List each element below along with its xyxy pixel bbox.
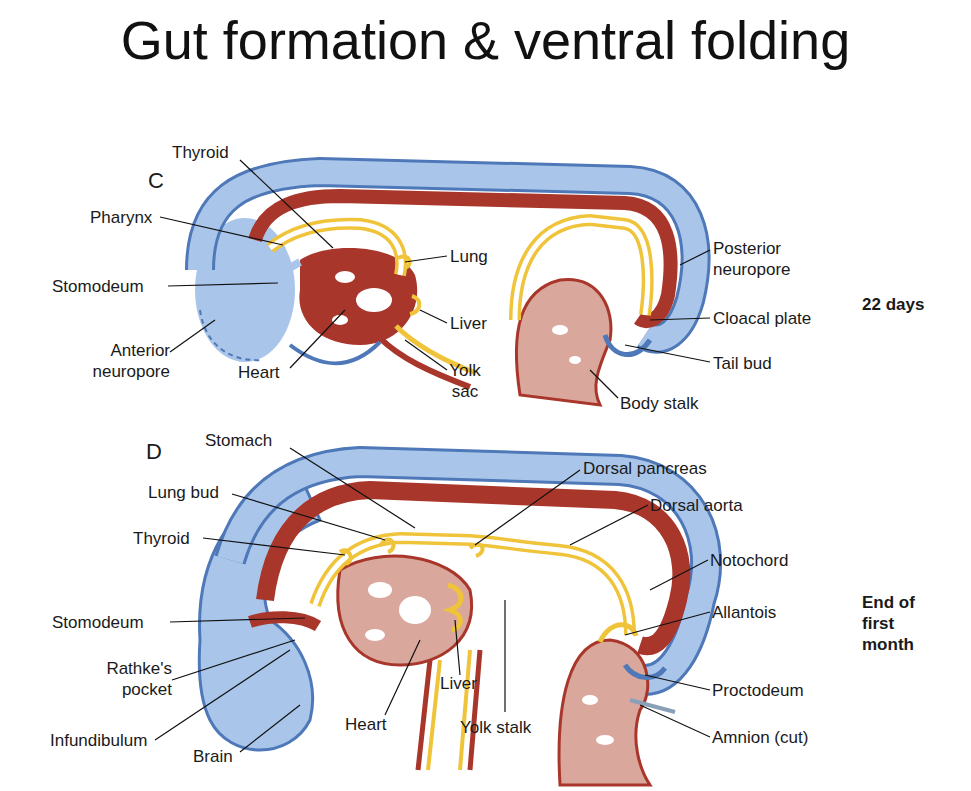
- stage-label: 22 days: [862, 294, 924, 315]
- panel-letter: D: [146, 441, 162, 462]
- dorsal-pancreas: [470, 544, 483, 556]
- part-label: Liver: [440, 673, 477, 694]
- part-label: Liver: [450, 313, 487, 334]
- neural-tube: [230, 462, 706, 680]
- part-label: Notochord: [710, 550, 788, 571]
- part-label: Thyroid: [172, 142, 229, 163]
- part-label: Dorsal aorta: [650, 495, 743, 516]
- part-label: Cloacal plate: [713, 308, 811, 329]
- lung-bud: [398, 257, 410, 268]
- figure-title: Gut formation & ventral folding: [0, 8, 971, 72]
- lung-bud: [380, 539, 393, 552]
- part-label: Brain: [193, 746, 233, 767]
- panel-letter: C: [148, 170, 164, 191]
- body-stalk: [559, 640, 650, 785]
- part-label: Posterior neuropore: [713, 238, 813, 280]
- ectoderm-outline: [200, 172, 695, 339]
- part-label: Yolk sac: [440, 360, 490, 402]
- stage-label: End of first month: [862, 592, 924, 655]
- part-label: Body stalk: [620, 393, 698, 414]
- liver: [448, 585, 461, 630]
- panel-c-embryo: [195, 172, 695, 405]
- part-label: Anterior neuropore: [70, 340, 170, 382]
- part-label: Dorsal pancreas: [583, 458, 707, 479]
- tail-bud: [605, 335, 650, 355]
- panel-d-embryo: [199, 462, 706, 785]
- neuropore-edge: [200, 310, 262, 360]
- part-label: Tail bud: [713, 353, 772, 374]
- ectoderm-outline: [230, 462, 706, 680]
- part-label: Amnion (cut): [712, 727, 808, 748]
- heart: [338, 556, 472, 665]
- part-label: Rathke's pocket: [80, 658, 172, 700]
- part-label: Stomodeum: [52, 612, 144, 633]
- liver-bud: [410, 296, 419, 314]
- part-label: Allantois: [712, 602, 776, 623]
- part-label: Thyroid: [133, 528, 190, 549]
- part-label: Infundibulum: [50, 730, 147, 751]
- gut-tube: [315, 538, 630, 635]
- part-label: Proctodeum: [712, 680, 804, 701]
- part-label: Heart: [238, 362, 280, 383]
- part-label: Lung bud: [148, 482, 219, 503]
- part-label: Stomodeum: [52, 276, 144, 297]
- thyroid: [340, 550, 351, 564]
- mesoderm-band: [265, 490, 681, 646]
- part-label: Yolk stalk: [460, 717, 531, 738]
- leader-lines: [155, 160, 710, 752]
- part-label: Heart: [345, 714, 387, 735]
- part-label: Pharynx: [90, 207, 152, 228]
- part-label: Lung: [450, 246, 488, 267]
- hindgut: [515, 220, 648, 320]
- body-stalk: [516, 280, 611, 405]
- neural-tube: [200, 172, 695, 339]
- part-label: Stomach: [205, 430, 272, 451]
